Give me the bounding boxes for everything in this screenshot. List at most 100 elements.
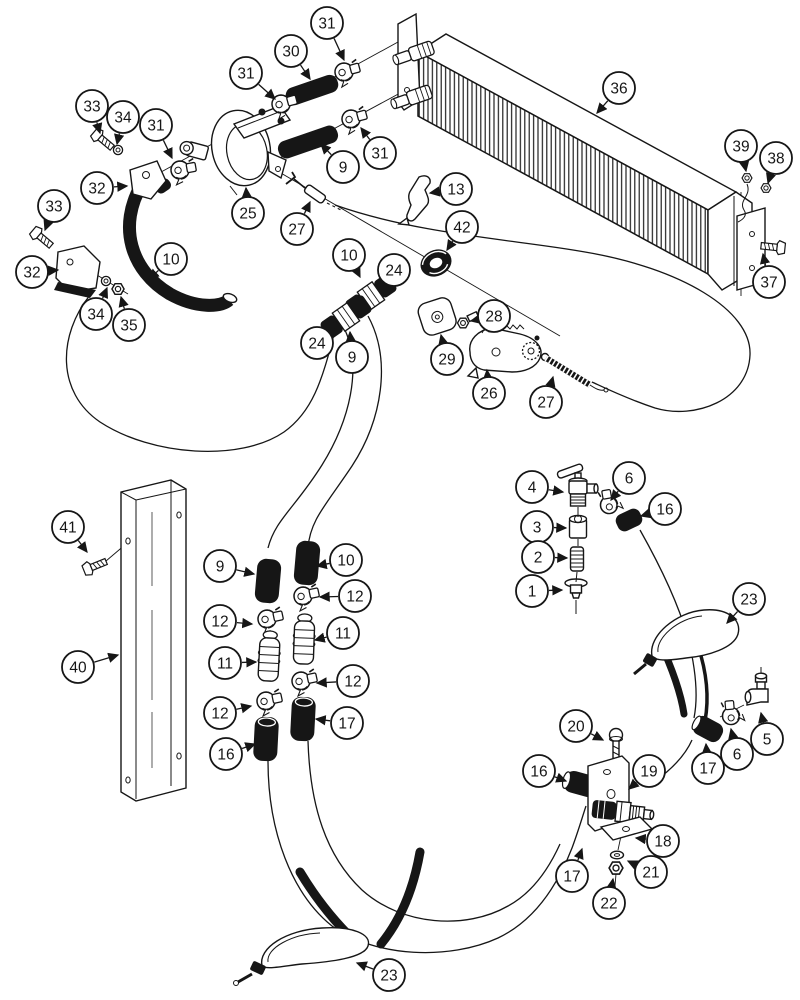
callout-number-12: 12 bbox=[211, 614, 228, 631]
callout-leader-12 bbox=[315, 677, 337, 688]
callout-number-3: 3 bbox=[533, 520, 542, 537]
callout-balloon-33 bbox=[75, 89, 109, 123]
clamp-12-c bbox=[291, 583, 323, 613]
callout-number-27: 27 bbox=[288, 222, 305, 239]
callout-leader-31 bbox=[258, 83, 276, 100]
callout-leader-10 bbox=[350, 265, 361, 279]
callout-number-39: 39 bbox=[732, 139, 749, 156]
callout-leader-21 bbox=[626, 860, 640, 870]
callout-balloon-35 bbox=[112, 308, 146, 342]
callout-leader-9 bbox=[236, 566, 256, 577]
callout-balloon-33 bbox=[37, 189, 71, 223]
clamp-31-a bbox=[168, 157, 199, 187]
callout-balloon-42 bbox=[445, 210, 479, 244]
callout-5: 5 bbox=[750, 711, 784, 756]
callout-balloon-29 bbox=[430, 342, 464, 376]
callout-number-31: 31 bbox=[237, 66, 254, 83]
callout-balloon-10 bbox=[154, 242, 188, 276]
callout-number-33: 33 bbox=[83, 99, 100, 116]
screw-41 bbox=[80, 554, 110, 578]
callout-number-17: 17 bbox=[338, 716, 355, 733]
callout-9: 9 bbox=[320, 143, 360, 184]
callout-11: 11 bbox=[208, 646, 258, 680]
callout-leader-9 bbox=[320, 143, 332, 156]
clamp-12-b bbox=[254, 688, 286, 718]
callout-35: 35 bbox=[112, 295, 146, 342]
callout-leader-23 bbox=[726, 611, 738, 624]
callout-balloon-12 bbox=[338, 579, 372, 613]
callout-balloon-6 bbox=[612, 461, 646, 495]
callout-leader-31 bbox=[360, 126, 372, 140]
callout-leader-17 bbox=[573, 847, 584, 861]
callout-leader-27 bbox=[301, 200, 311, 214]
callout-leader-20 bbox=[590, 730, 605, 741]
control-cable-route bbox=[334, 204, 751, 413]
callout-balloon-17 bbox=[330, 706, 364, 740]
callout-number-23: 23 bbox=[740, 592, 757, 609]
callout-balloon-26 bbox=[472, 376, 506, 410]
callout-34: 34 bbox=[106, 100, 140, 146]
washer-34-lower bbox=[100, 275, 112, 287]
callout-number-5: 5 bbox=[763, 732, 772, 749]
callout-balloon-23 bbox=[372, 958, 406, 992]
callout-10: 10 bbox=[332, 238, 366, 279]
callout-21: 21 bbox=[626, 855, 668, 889]
callout-number-27: 27 bbox=[537, 395, 554, 412]
callout-balloon-41 bbox=[51, 510, 85, 544]
callout-number-30: 30 bbox=[282, 44, 300, 61]
callout-39: 39 bbox=[724, 129, 758, 173]
callout-30: 30 bbox=[274, 34, 311, 81]
callout-balloon-18 bbox=[646, 824, 680, 858]
callout-number-26: 26 bbox=[480, 386, 497, 403]
callout-balloon-12 bbox=[203, 696, 237, 730]
callout-32: 32 bbox=[15, 255, 60, 289]
callout-number-11: 11 bbox=[217, 656, 233, 673]
callout-number-17: 17 bbox=[563, 869, 580, 886]
callout-balloon-34 bbox=[106, 100, 140, 134]
sleeve-10 bbox=[293, 540, 321, 586]
callout-leader-9 bbox=[345, 330, 356, 343]
cable-spring-end bbox=[540, 352, 609, 393]
callout-balloon-17 bbox=[691, 751, 725, 785]
callout-27: 27 bbox=[529, 375, 563, 419]
nut-39 bbox=[741, 173, 753, 183]
callout-42: 42 bbox=[445, 210, 479, 252]
callout-number-23: 23 bbox=[380, 968, 397, 985]
heater-valve-18 bbox=[591, 800, 655, 824]
callout-balloon-16 bbox=[648, 492, 682, 526]
callout-number-31: 31 bbox=[318, 16, 335, 33]
callout-10: 10 bbox=[148, 242, 188, 280]
callout-balloon-5 bbox=[750, 722, 784, 756]
callout-4: 4 bbox=[515, 470, 565, 504]
callout-number-1: 1 bbox=[528, 584, 537, 601]
callout-balloon-31 bbox=[139, 108, 173, 142]
callout-leader-32 bbox=[113, 181, 129, 192]
callout-25: 25 bbox=[231, 186, 265, 230]
callout-12: 12 bbox=[318, 579, 372, 613]
knob-and-nut bbox=[417, 297, 480, 336]
callout-number-13: 13 bbox=[447, 182, 464, 199]
callout-balloon-12 bbox=[336, 664, 370, 698]
callout-23: 23 bbox=[726, 582, 766, 624]
callout-number-20: 20 bbox=[567, 719, 585, 736]
callout-number-38: 38 bbox=[767, 151, 784, 168]
callout-balloon-23 bbox=[732, 582, 766, 616]
grommet bbox=[420, 249, 452, 277]
callout-balloon-1 bbox=[515, 574, 549, 608]
callout-31: 31 bbox=[139, 108, 173, 160]
callout-balloon-37 bbox=[752, 265, 786, 299]
callout-leader-34 bbox=[114, 133, 125, 146]
retainer-clip bbox=[397, 175, 431, 226]
callout-balloon-10 bbox=[332, 238, 366, 272]
callout-number-22: 22 bbox=[600, 896, 617, 913]
callout-number-24: 24 bbox=[385, 263, 403, 280]
callout-19: 19 bbox=[628, 754, 666, 790]
callout-number-25: 25 bbox=[239, 206, 256, 223]
callout-number-11: 11 bbox=[335, 626, 351, 643]
callout-leader-4 bbox=[548, 485, 565, 496]
callout-number-6: 6 bbox=[625, 471, 634, 488]
callout-leader-30 bbox=[300, 64, 311, 81]
callout-leader-17 bbox=[701, 742, 712, 755]
callout-16: 16 bbox=[209, 737, 257, 771]
left-bracket-and-hardware bbox=[27, 224, 125, 298]
